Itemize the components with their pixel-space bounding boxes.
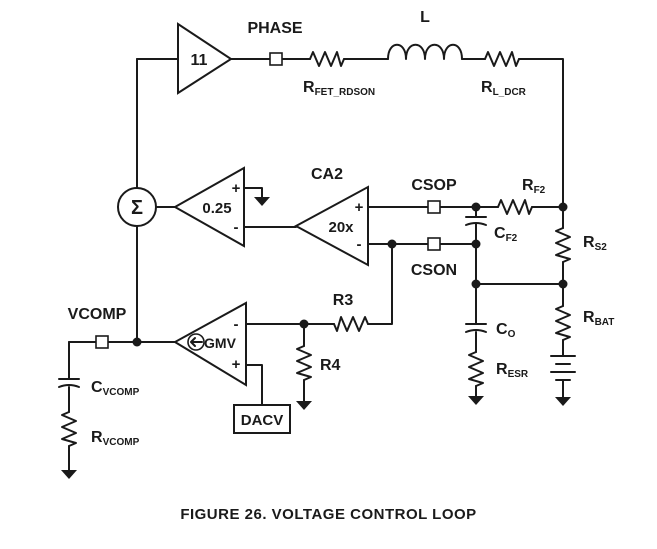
cson-testpoint	[427, 237, 441, 251]
resr-label: RESR	[496, 361, 529, 380]
capacitor-co	[465, 323, 487, 333]
inductor-l	[387, 43, 463, 60]
summing-junction: Σ	[117, 187, 157, 227]
resistor-rbat	[555, 305, 571, 341]
co-label: CO	[496, 321, 516, 340]
cson-label: CSON	[411, 262, 457, 279]
amplifier-gain-025-plus: +	[232, 180, 241, 197]
current-amplifier-ca2: 20x + -	[293, 185, 369, 267]
amplifier-gain-11: 11	[177, 22, 233, 95]
resistor-rvcomp	[61, 411, 77, 447]
ca2-gain-label: 20x	[328, 219, 354, 236]
amplifier-gain-11-label: 11	[191, 52, 208, 69]
resistor-rs2	[555, 227, 571, 263]
ground-icon-r4	[296, 401, 312, 410]
dacv-block	[233, 404, 291, 434]
csop-testpoint	[427, 200, 441, 214]
inductor-label: L	[420, 9, 430, 26]
ca2-plus: +	[355, 199, 364, 216]
rvcomp-label: RVCOMP	[91, 429, 140, 448]
rf2-label: RF2	[522, 177, 546, 196]
r-l-dcr-label: RL_DCR	[481, 79, 527, 98]
resistor-rf2	[497, 199, 533, 215]
vcomp-testpoint	[95, 335, 109, 349]
r-fet-rdson-label: RFET_RDSON	[303, 79, 375, 98]
figure-caption: FIGURE 26. VOLTAGE CONTROL LOOP	[180, 506, 477, 523]
phase-testpoint	[269, 52, 283, 66]
phase-label: PHASE	[247, 20, 302, 37]
cf2-label: CF2	[494, 225, 518, 244]
ca2-name-label: CA2	[311, 166, 343, 183]
junction-dot	[132, 337, 142, 347]
junction-dot	[558, 279, 568, 289]
ca2-minus: -	[357, 236, 362, 253]
junction-dot	[558, 202, 568, 212]
vcomp-label: VCOMP	[68, 306, 127, 323]
capacitor-cvcomp	[58, 378, 80, 388]
junction-dot	[471, 279, 481, 289]
dacv-label: DACV	[241, 412, 284, 429]
capacitor-cf2	[465, 216, 487, 236]
sigma-icon: Σ	[131, 197, 143, 219]
voltage-control-loop-diagram: 11 0.25 + - 20x + - CA2 GMV - + Σ	[58, 9, 614, 479]
ground-icon-battery	[555, 397, 571, 406]
cvcomp-label: CVCOMP	[91, 379, 140, 398]
circuit-wires	[68, 58, 564, 471]
amplifier-gain-025-label: 0.25	[202, 200, 231, 217]
rbat-label: RBAT	[583, 309, 614, 328]
gmv-label: GMV	[204, 335, 237, 351]
ground-icon-resr	[468, 396, 484, 405]
transconductance-amplifier-gmv: GMV - +	[172, 301, 247, 387]
csop-label: CSOP	[411, 177, 457, 194]
battery-icon	[550, 355, 576, 389]
amplifier-gain-025-minus: -	[234, 219, 239, 236]
gmv-plus: +	[232, 356, 241, 373]
resistor-resr	[468, 351, 484, 387]
junction-dot	[471, 202, 481, 212]
junction-dot	[387, 239, 397, 249]
ground-icon-rvcomp	[61, 470, 77, 479]
resistor-r-fet-rdson	[309, 51, 345, 67]
r3-label: R3	[333, 292, 354, 309]
amplifier-gain-025: 0.25 + -	[172, 166, 245, 248]
resistor-r3	[333, 316, 369, 332]
resistor-r-l-dcr	[484, 51, 520, 67]
gmv-minus: -	[234, 316, 239, 333]
rs2-label: RS2	[583, 234, 607, 253]
ground-icon-amp025	[254, 197, 270, 206]
junction-dot	[299, 319, 309, 329]
junction-dot	[471, 239, 481, 249]
resistor-r4	[296, 345, 312, 381]
r4-label: R4	[320, 357, 341, 374]
